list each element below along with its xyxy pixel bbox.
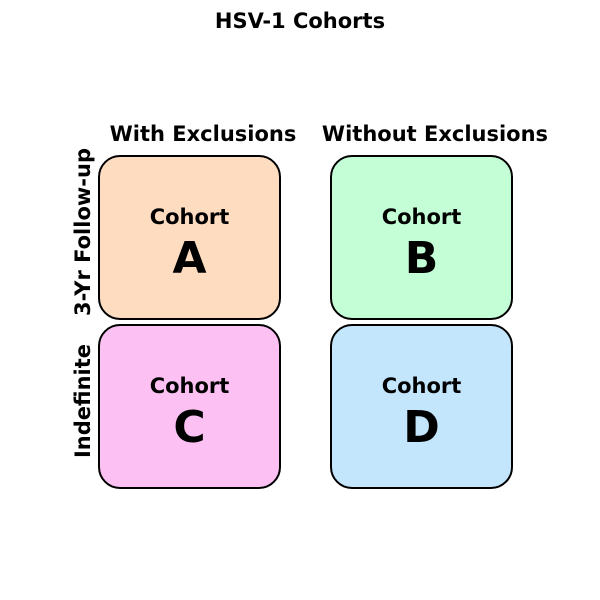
diagram-title: HSV-1 Cohorts	[214, 9, 386, 33]
row-header-indefinite: Indefinite	[71, 343, 95, 459]
cohort-a-caption: Cohort	[149, 205, 230, 229]
column-header-without-exclusions: Without Exclusions	[321, 122, 549, 146]
cohort-d-caption: Cohort	[381, 374, 462, 398]
cohort-a-box: Cohort A	[98, 155, 281, 320]
cohort-d-box: Cohort D	[330, 324, 513, 489]
cohort-b-box: Cohort B	[330, 155, 513, 320]
cohort-c-box: Cohort C	[98, 324, 281, 489]
cohort-c-caption: Cohort	[149, 374, 230, 398]
cohort-a-letter: A	[172, 233, 207, 284]
cohort-d-letter: D	[403, 402, 440, 453]
cohort-b-caption: Cohort	[381, 205, 462, 229]
cohort-c-letter: C	[173, 402, 206, 453]
cohort-b-letter: B	[404, 233, 439, 284]
column-header-with-exclusions: With Exclusions	[109, 122, 297, 146]
